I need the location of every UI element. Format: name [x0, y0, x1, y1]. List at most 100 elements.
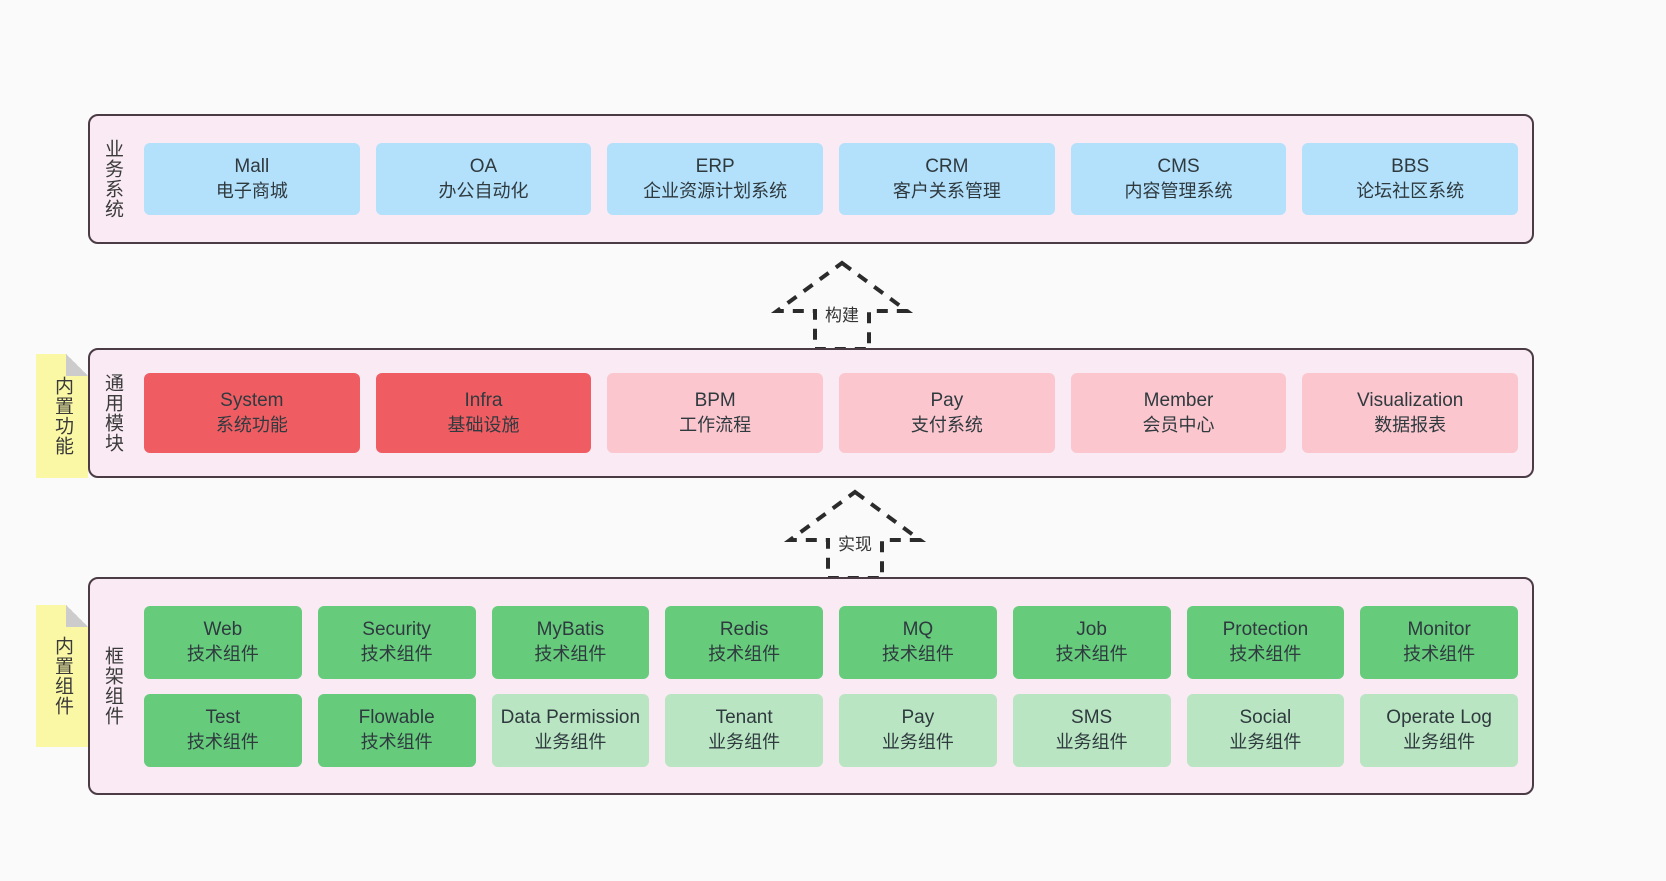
component-card[interactable]: Visualization 数据报表 [1302, 373, 1519, 453]
component-card[interactable]: Infra 基础设施 [375, 373, 592, 453]
component-card-title: Visualization [1357, 389, 1464, 411]
component-card-subtitle: 数据报表 [1374, 414, 1447, 435]
component-card-subtitle: 技术组件 [1055, 643, 1128, 664]
component-card-title: Protection [1222, 618, 1309, 640]
component-card-title: Pay [930, 389, 964, 411]
component-card-title: Security [362, 618, 431, 640]
component-card-title: Data Permission [500, 706, 641, 728]
layer-label-business-systems: 业务系统 [102, 139, 124, 219]
component-card-title: Infra [464, 389, 503, 411]
component-card-title: BPM [694, 389, 736, 411]
sticky-note-builtin-components-label: 内置组件 [52, 636, 74, 716]
component-card[interactable]: Protection 技术组件 [1186, 605, 1345, 679]
component-card-subtitle: 内容管理系统 [1124, 180, 1233, 201]
component-card[interactable]: Security 技术组件 [317, 605, 476, 679]
component-card-title: MyBatis [536, 618, 605, 640]
component-card[interactable]: Web 技术组件 [144, 605, 302, 679]
layer-label-framework-components: 框架组件 [102, 646, 124, 726]
component-card-title: Redis [719, 618, 769, 640]
component-card[interactable]: Flowable 技术组件 [317, 693, 476, 767]
component-card-title: Web [203, 618, 243, 640]
implement-arrow: 实现 [770, 486, 940, 581]
component-card[interactable]: CRM 客户关系管理 [839, 143, 1055, 215]
component-card-subtitle: 技术组件 [881, 643, 954, 664]
component-card-title: MQ [902, 618, 934, 640]
sticky-fold-corner-icon [66, 605, 88, 627]
component-card[interactable]: CMS 内容管理系统 [1070, 143, 1287, 215]
component-card[interactable]: MyBatis 技术组件 [491, 605, 650, 679]
component-card-subtitle: 业务组件 [881, 731, 954, 752]
component-card[interactable]: Test 技术组件 [144, 693, 302, 767]
component-card-subtitle: 工作流程 [679, 414, 752, 435]
component-card-subtitle: 办公自动化 [438, 180, 529, 201]
component-card[interactable]: Social 业务组件 [1186, 693, 1345, 767]
component-card[interactable]: BBS 论坛社区系统 [1302, 143, 1519, 215]
component-card-title: SMS [1071, 706, 1113, 728]
component-card-title: Social [1239, 706, 1292, 728]
cell-row: Test 技术组件 Flowable 技术组件 Data Permission 业务组件 T… [144, 693, 1518, 767]
component-card[interactable]: SMS 业务组件 [1012, 693, 1171, 767]
layer-label-common-modules: 通用模块 [102, 373, 124, 453]
component-card-title: OA [469, 155, 498, 177]
component-card[interactable]: Job 技术组件 [1012, 605, 1171, 679]
component-card-subtitle: 企业资源计划系统 [643, 180, 788, 201]
component-card[interactable]: Pay 支付系统 [839, 373, 1055, 453]
build-arrow: 构建 [757, 257, 927, 352]
component-card-title: Job [1076, 618, 1107, 640]
component-card-title: Mall [234, 155, 270, 177]
component-card-title: Pay [901, 706, 935, 728]
component-card[interactable]: ERP 企业资源计划系统 [607, 143, 824, 215]
component-card-subtitle: 业务组件 [534, 731, 607, 752]
component-card-title: ERP [695, 155, 735, 177]
component-card-title: BBS [1391, 155, 1430, 177]
component-card[interactable]: Data Permission 业务组件 [491, 693, 650, 767]
component-card-subtitle: 技术组件 [360, 731, 433, 752]
component-card[interactable]: BPM 工作流程 [607, 373, 824, 453]
layer-business-systems: 业务系统 Mall 电子商城 OA 办公自动化 ERP 企业资源计划系统 CRM 客户关系管理… [88, 114, 1534, 244]
component-card-subtitle: 基础设施 [447, 414, 520, 435]
implement-arrow-label: 实现 [835, 530, 875, 555]
component-card-subtitle: 技术组件 [708, 643, 781, 664]
component-card-title: Member [1143, 389, 1214, 411]
component-card-title: System [220, 389, 284, 411]
sticky-note-builtin-functions-label: 内置功能 [52, 376, 74, 456]
component-card-title: Tenant [715, 706, 773, 728]
component-card[interactable]: Member 会员中心 [1070, 373, 1287, 453]
component-card[interactable]: Mall 电子商城 [144, 143, 360, 215]
component-card-title: Operate Log [1386, 706, 1492, 728]
component-card-title: Test [205, 706, 241, 728]
component-card-subtitle: 技术组件 [1229, 643, 1302, 664]
component-card[interactable]: OA 办公自动化 [375, 143, 592, 215]
component-card[interactable]: MQ 技术组件 [839, 605, 997, 679]
component-card-subtitle: 业务组件 [1055, 731, 1128, 752]
component-card-subtitle: 电子商城 [215, 180, 288, 201]
component-card-title: CRM [925, 155, 969, 177]
sticky-note-builtin-components: 内置组件 [36, 605, 88, 747]
component-card-subtitle: 会员中心 [1142, 414, 1215, 435]
component-card[interactable]: Pay 业务组件 [839, 693, 997, 767]
component-card-subtitle: 技术组件 [1403, 643, 1476, 664]
layer-body-business-systems: Mall 电子商城 OA 办公自动化 ERP 企业资源计划系统 CRM 客户关系管理 CMS 内容… [134, 116, 1532, 242]
component-card-subtitle: 支付系统 [910, 414, 983, 435]
component-card-title: CMS [1157, 155, 1200, 177]
component-card-subtitle: 技术组件 [534, 643, 607, 664]
component-card[interactable]: Redis 技术组件 [665, 605, 823, 679]
component-card-subtitle: 业务组件 [1229, 731, 1302, 752]
sticky-fold-corner-icon [66, 354, 88, 376]
component-card-subtitle: 技术组件 [186, 731, 259, 752]
component-card-subtitle: 客户关系管理 [892, 180, 1001, 201]
component-card-subtitle: 技术组件 [360, 643, 433, 664]
component-card-subtitle: 论坛社区系统 [1356, 180, 1465, 201]
component-card-subtitle: 技术组件 [186, 643, 259, 664]
component-card-title: Flowable [358, 706, 435, 728]
